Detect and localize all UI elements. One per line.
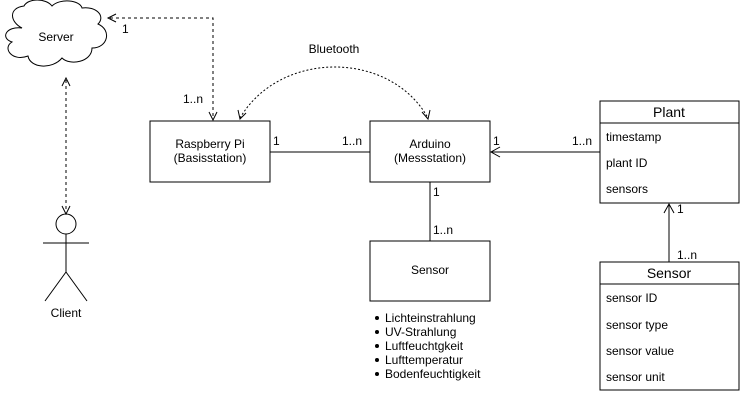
sensor-class[interactable]: Sensor sensor ID sensor type sensor valu… [599,261,740,391]
server-pi-connector [110,17,214,118]
sensor-box[interactable]: Sensor [369,240,491,302]
mult-arduino-sensor-arduino: 1 [433,185,440,199]
plant-field: timestamp [606,130,662,144]
sensor-type-item: Luftfeuchtgkeit [385,339,464,353]
bluetooth-arrow-right [421,109,431,121]
server-pi-arrow-down [208,111,218,122]
raspberry-title: Raspberry Pi [175,137,244,151]
bullet-icon [375,372,379,376]
sensor-field: sensor type [606,318,668,332]
plant-field: sensors [606,182,648,196]
server-client-arrow-down [61,205,71,216]
sensor-plant-arrow [663,202,675,214]
server-pi-arrow-left [106,13,117,23]
server-client-arrow-up [61,76,71,87]
raspberry-subtitle: (Basisstation) [174,151,247,165]
sensor-type-item: Lufttemperatur [385,353,463,367]
bluetooth-connector [239,66,429,119]
actor-head [55,213,77,235]
mult-pi-arduino-arduino: 1..n [342,134,362,148]
actor-left-leg [44,271,67,302]
plant-field: plant ID [606,156,648,170]
bullet-icon [375,358,379,362]
plant-class-title: Plant [653,104,685,120]
client-label: Client [51,306,82,320]
sensor-field: sensor ID [606,291,658,305]
arduino-box[interactable]: Arduino (Messstation) [369,120,491,183]
mult-plant-sensor-plant: 1 [677,202,684,216]
mult-plant-sensor-sensor: 1..n [677,248,697,262]
sensor-type-item: Lichteinstrahlung [385,311,476,325]
mult-arduino-sensor-sensor: 1..n [433,223,453,237]
bluetooth-arrow-left [237,109,247,120]
arduino-title: Arduino [409,137,451,151]
sensor-type-item: UV-Strahlung [385,325,456,339]
sensor-field: sensor unit [606,370,665,384]
sensor-class-title: Sensor [647,265,692,281]
sensor-type-list: Lichteinstrahlung UV-Strahlung Luftfeuch… [375,311,481,381]
mult-server-pi-pi: 1..n [183,92,203,106]
mult-arduino-plant-plant: 1..n [572,134,592,148]
sensor-box-label: Sensor [411,263,449,277]
arduino-subtitle: (Messstation) [394,151,466,165]
plant-arduino-arrow [489,146,501,158]
mult-server-pi-server: 1 [122,22,129,36]
bullet-icon [375,316,379,320]
sensor-field: sensor value [606,344,674,358]
mult-arduino-plant-arduino: 1 [493,134,500,148]
raspberry-pi-box[interactable]: Raspberry Pi (Basisstation) [149,120,271,183]
client-actor[interactable] [43,213,89,302]
bluetooth-label: Bluetooth [309,42,360,56]
bullet-icon [375,330,379,334]
server-label: Server [38,30,73,44]
bullet-icon [375,344,379,348]
mult-pi-arduino-pi: 1 [273,134,280,148]
sensor-type-item: Bodenfeuchtigkeit [385,367,481,381]
actor-right-leg [65,271,88,302]
plant-class[interactable]: Plant timestamp plant ID sensors [599,100,740,204]
server-cloud[interactable]: Server [5,0,107,67]
